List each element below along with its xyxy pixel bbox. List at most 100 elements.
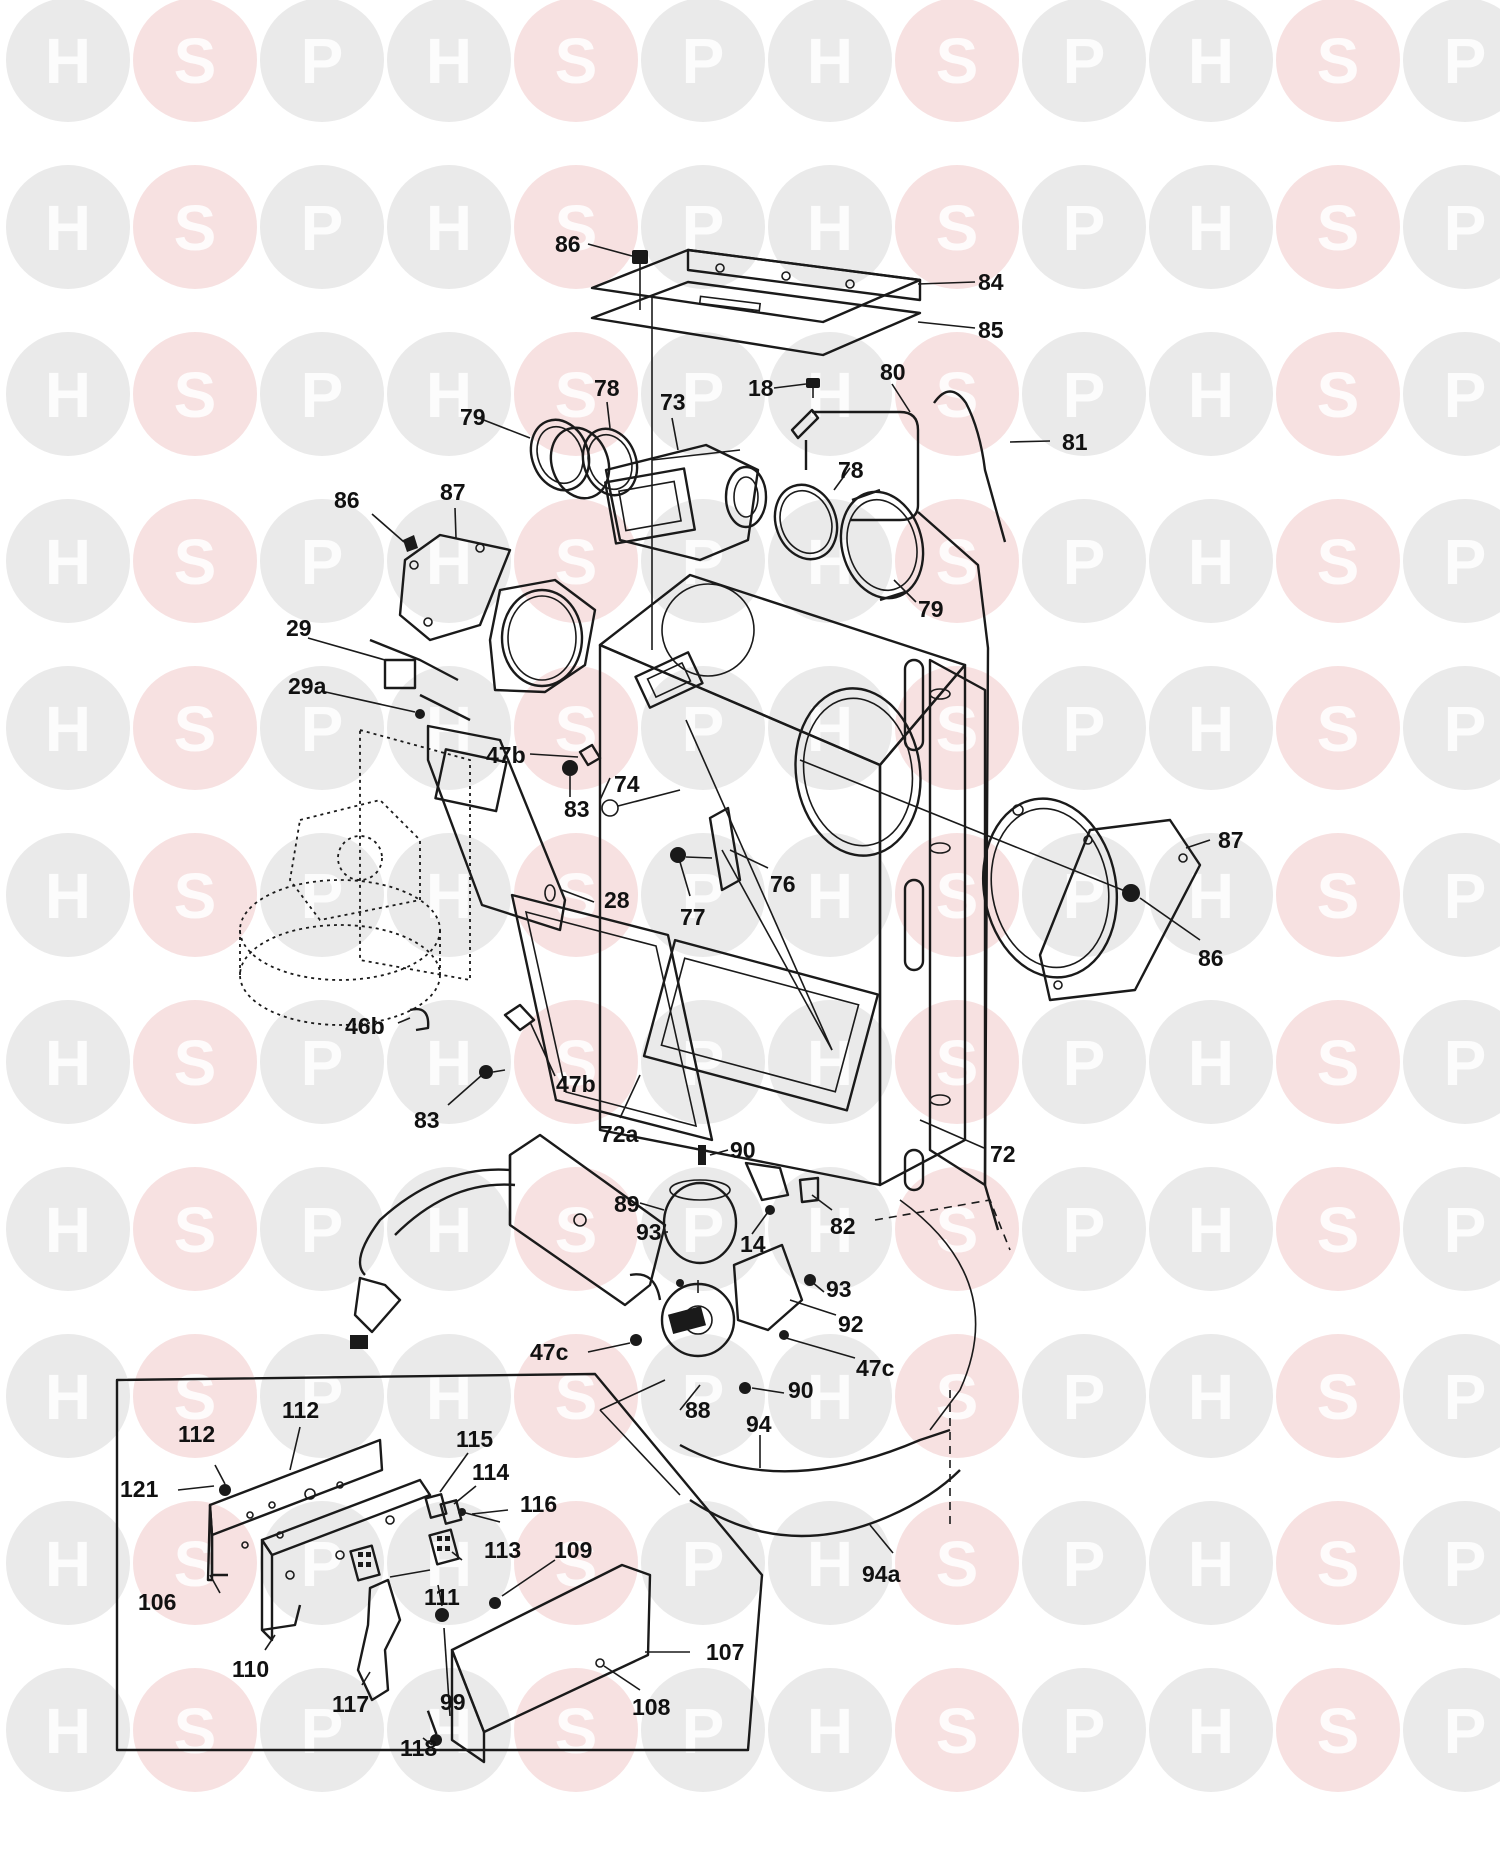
label-94: 94	[746, 1411, 772, 1437]
watermark-circle	[768, 833, 892, 957]
label-115: 115	[456, 1426, 493, 1452]
watermark-circle	[895, 833, 1019, 957]
watermark-circle	[895, 1501, 1019, 1625]
watermark-circle	[1149, 1167, 1273, 1291]
inset-nut-109	[489, 1597, 501, 1609]
watermark-letter: S	[936, 526, 979, 598]
bracket-92	[732, 1243, 804, 1332]
watermark-letter: H	[807, 1027, 853, 1099]
label-82: 82	[830, 1213, 856, 1239]
watermark-circle	[1149, 499, 1273, 623]
screw-74	[601, 789, 681, 817]
watermark-circle	[260, 1000, 384, 1124]
label-79: 79	[460, 404, 486, 430]
watermark-letter: H	[1188, 693, 1234, 765]
label-107: 107	[706, 1639, 744, 1665]
fan-assembly-73	[604, 443, 768, 562]
watermark-circle	[133, 833, 257, 957]
watermark-circle	[1403, 1668, 1500, 1792]
label-78: 78	[838, 457, 864, 483]
top-plate-84	[590, 248, 922, 324]
watermark-letter: H	[807, 1361, 853, 1433]
cone-line-a	[685, 719, 833, 1051]
watermark-circle	[6, 833, 130, 957]
watermark-letter: H	[807, 693, 853, 765]
watermark-circle	[514, 1668, 638, 1792]
watermark-circle	[1403, 1501, 1500, 1625]
watermark-letter: H	[45, 1194, 91, 1266]
watermark-circle	[260, 1334, 384, 1458]
watermark-letter: H	[1188, 1695, 1234, 1767]
watermark-letter: P	[1063, 1528, 1106, 1600]
tube-94	[679, 1428, 951, 1473]
watermark-circle	[1149, 1334, 1273, 1458]
watermark-circle	[514, 1334, 638, 1458]
watermark-circle	[768, 666, 892, 790]
window-frame-28	[426, 724, 567, 932]
watermark-letter: P	[1063, 526, 1106, 598]
label-73: 73	[660, 389, 686, 415]
clip-47b-lower	[503, 1003, 536, 1032]
watermark-circle	[1022, 1334, 1146, 1458]
label-86: 86	[555, 231, 581, 257]
watermark-letter: P	[301, 359, 344, 431]
watermark-letter: S	[174, 1361, 217, 1433]
label-118: 118	[400, 1735, 437, 1761]
watermark-circle	[1276, 833, 1400, 957]
watermark-circle	[1022, 499, 1146, 623]
watermark-letter: S	[936, 1695, 979, 1767]
watermark-letter: H	[1188, 1194, 1234, 1266]
watermark-letter: H	[807, 192, 853, 264]
label-117: 117	[332, 1691, 369, 1717]
watermark-circle	[514, 1167, 638, 1291]
watermark-letter: H	[1188, 359, 1234, 431]
watermark-letter: S	[174, 1027, 217, 1099]
watermark-circle	[133, 1334, 257, 1458]
bracket-76	[708, 806, 742, 892]
watermark-circle	[641, 332, 765, 456]
screw-83-lower	[479, 1065, 506, 1079]
watermark-letter: S	[936, 1027, 979, 1099]
watermark-letter: H	[45, 526, 91, 598]
watermark-letter: H	[1188, 192, 1234, 264]
label-86: 86	[1198, 945, 1224, 971]
valve-88	[660, 1280, 736, 1358]
watermark-circle	[387, 1000, 511, 1124]
label-121: 121	[120, 1476, 159, 1502]
watermark-letter: P	[301, 192, 344, 264]
watermark-circle	[6, 1167, 130, 1291]
watermark-letter: P	[1444, 693, 1487, 765]
watermark-letter: S	[1317, 860, 1360, 932]
watermark-letter: H	[426, 192, 472, 264]
screw-86-top	[632, 250, 653, 650]
watermark-circle	[768, 499, 892, 623]
parts-drawing	[115, 248, 1202, 1764]
control-box	[350, 1133, 667, 1349]
watermark-letter: P	[301, 526, 344, 598]
watermark-letter: P	[682, 1027, 725, 1099]
label-85: 85	[978, 317, 1004, 343]
label-28: 28	[604, 887, 630, 913]
screw-86-right	[1122, 884, 1140, 902]
watermark-letter: H	[1188, 25, 1234, 97]
watermark-circle	[1403, 1167, 1500, 1291]
watermark-circle	[133, 499, 257, 623]
inset-strain-relief-117	[356, 1578, 402, 1702]
watermark-letter: P	[301, 693, 344, 765]
ring-78-right	[773, 483, 839, 561]
inset-terminal-113-right	[428, 1528, 460, 1566]
gasket-left	[488, 578, 597, 694]
watermark-circle	[1149, 0, 1273, 122]
watermark-circle	[387, 499, 511, 623]
watermark-letter: S	[555, 1695, 598, 1767]
watermark-letter: S	[555, 526, 598, 598]
watermark-circle	[768, 1668, 892, 1792]
watermark-circle	[1403, 666, 1500, 790]
watermark-letter: S	[1317, 526, 1360, 598]
watermark-circle	[133, 165, 257, 289]
watermark-circle	[768, 1167, 892, 1291]
watermark-circle	[6, 1668, 130, 1792]
watermark-letter: S	[174, 25, 217, 97]
watermark-circle	[133, 1668, 257, 1792]
